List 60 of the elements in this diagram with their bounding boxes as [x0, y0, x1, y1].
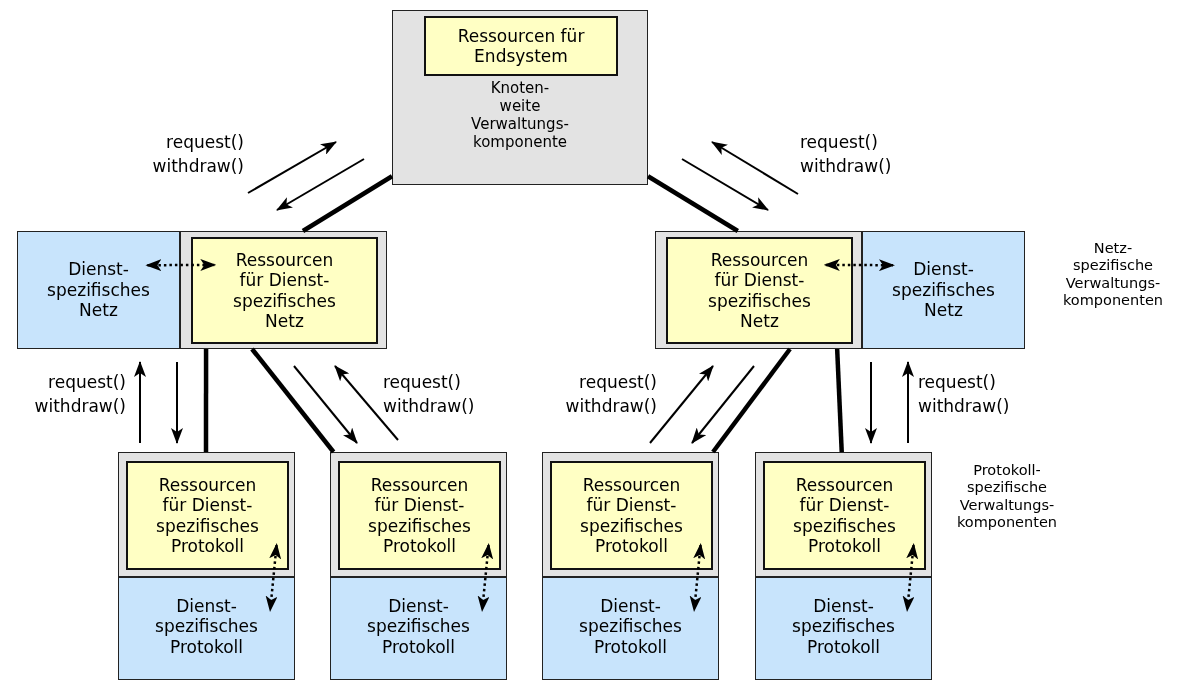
call-label: Protokoll- spezifische Verwaltungs- komponenten — [955, 462, 1059, 532]
node-text: Ressourcen für Dienst- spezifisches Protokoll — [579, 474, 684, 557]
component-box — [755, 452, 932, 577]
component-box — [180, 231, 387, 349]
node-text: Ressourcen für Dienst- spezifisches Netz — [707, 249, 812, 332]
node-text: Dienst- spezifisches Protokoll — [154, 595, 259, 658]
service-box — [118, 577, 295, 680]
service-box — [542, 577, 719, 680]
node-text: Dienst- spezifisches Netz — [46, 259, 151, 321]
service-box — [330, 577, 507, 680]
call-label: request() — [578, 372, 657, 393]
component-box — [392, 10, 648, 185]
node-text: Ressourcen für Dienst- spezifisches Netz — [232, 249, 337, 332]
component-box — [542, 452, 719, 577]
call-label: withdraw() — [800, 156, 893, 177]
dotted-arrow — [689, 543, 706, 612]
node-text: Dienst- spezifisches Protokoll — [578, 595, 683, 658]
dotted-arrow — [265, 543, 282, 612]
resource-box — [763, 461, 926, 570]
connector-line — [301, 174, 394, 233]
dotted-arrow — [902, 543, 919, 612]
connector-line — [711, 347, 792, 454]
call-label: request() — [918, 372, 997, 393]
resource-box — [338, 461, 501, 570]
resource-box — [550, 461, 713, 570]
call-label: request() — [383, 372, 462, 393]
dotted-arrow — [145, 258, 217, 272]
node-text: Ressourcen für Dienst- spezifisches Protokoll — [792, 474, 897, 557]
node-text: Dienst- spezifisches Netz — [891, 259, 996, 321]
connector-line — [250, 347, 336, 454]
connector-line — [646, 174, 739, 233]
resource-box — [126, 461, 289, 570]
service-box — [755, 577, 932, 680]
component-box — [330, 452, 507, 577]
service-box — [862, 231, 1025, 349]
call-label: Netz- spezifische Verwaltungs- komponenten — [1061, 240, 1165, 310]
call-label: withdraw() — [151, 156, 244, 177]
call-label: withdraw() — [383, 396, 476, 417]
call-label: withdraw() — [918, 396, 1011, 417]
call-label: withdraw() — [33, 396, 126, 417]
node-text: Dienst- spezifisches Protokoll — [791, 595, 896, 658]
node-text: Dienst- spezifisches Protokoll — [366, 595, 471, 658]
dotted-arrow — [823, 258, 895, 272]
node-text: Ressourcen für Dienst- spezifisches Protokoll — [155, 474, 260, 557]
resource-box — [424, 16, 618, 76]
dotted-arrow — [477, 543, 494, 612]
component-box — [118, 452, 295, 577]
call-label: withdraw() — [564, 396, 657, 417]
node-text: Knoten- weite Verwaltungs- komponente — [470, 79, 570, 151]
connector-line — [834, 348, 844, 453]
resource-box — [666, 237, 853, 344]
call-label: request() — [165, 132, 244, 153]
call-label: request() — [47, 372, 126, 393]
connector-line — [203, 349, 209, 452]
component-box — [655, 231, 862, 349]
service-box — [17, 231, 180, 349]
node-text: Ressourcen für Dienst- spezifisches Protokoll — [367, 474, 472, 557]
node-text: Ressourcen für Endsystem — [456, 25, 586, 67]
call-label: request() — [800, 132, 879, 153]
resource-box — [191, 237, 378, 344]
